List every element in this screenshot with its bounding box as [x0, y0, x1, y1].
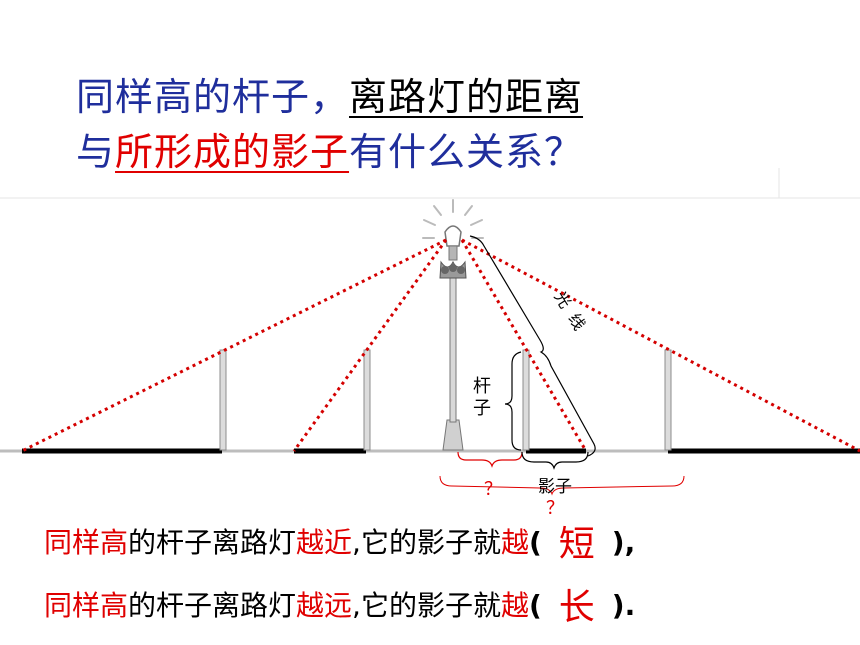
pole-far-right — [664, 349, 672, 451]
c2-mid1: 的杆子离路灯 — [128, 589, 297, 622]
conclusion-line-2: 同样高的杆子离路灯越远,它的影子就越( 长). — [44, 578, 635, 630]
title-line-2: 与所形成的影子有什么关系？ — [76, 121, 583, 176]
lamp-bulb-icon — [444, 225, 462, 247]
title-line-1-underlined: 离路灯的距离 — [349, 75, 584, 119]
title-line-1: 同样高的杆子，离路灯的距离 — [76, 66, 583, 121]
pole-label: 杆子 — [473, 376, 491, 419]
question-mark-shadow: ？ — [546, 498, 564, 519]
ray-near-left — [292, 239, 448, 452]
pole-brace — [504, 351, 522, 451]
outer-brace — [439, 475, 685, 496]
question-mark-distance: ？ — [484, 479, 502, 500]
c2-close-paren: ). — [611, 589, 636, 622]
c1-red3: 越 — [500, 526, 529, 559]
shadow-label: 影子 — [538, 477, 572, 497]
c2-red2: 越远 — [296, 589, 353, 622]
ray-far-left — [21, 238, 447, 453]
ray-brace — [469, 235, 596, 457]
c1-red1: 同样高 — [44, 526, 129, 559]
answer-short: 短 — [558, 524, 595, 565]
c1-open-paren: ( — [528, 526, 542, 559]
title-line-2-underlined: 所形成的影子 — [115, 130, 350, 174]
ray-near-right — [460, 239, 588, 452]
conclusion-line-1: 同样高的杆子离路灯越近,它的影子就越( 短), — [44, 515, 635, 567]
ray-far-right — [461, 238, 860, 453]
answer-long: 长 — [558, 587, 595, 628]
pole-far-left — [219, 349, 227, 451]
distance-brace — [457, 451, 523, 468]
c1-close-paren: ), — [611, 526, 636, 559]
lamp-post — [439, 225, 467, 451]
c2-red3: 越 — [500, 589, 529, 622]
c1-red2: 越近 — [296, 526, 353, 559]
light-rays — [21, 238, 860, 453]
pole-near-right — [522, 349, 530, 451]
c1-mid1: 的杆子离路灯 — [128, 526, 297, 559]
c2-red1: 同样高 — [44, 589, 129, 622]
glow-icon — [422, 199, 484, 239]
c2-mid2: ,它的影子就 — [352, 589, 501, 622]
title-line-2-suffix: 有什么关系？ — [349, 130, 584, 174]
title-line-2-prefix: 与 — [76, 130, 116, 174]
c2-open-paren: ( — [528, 589, 542, 622]
pole-near-left — [363, 349, 371, 451]
title-line-1-prefix: 同样高的杆子， — [76, 75, 350, 119]
shadow-brace — [521, 451, 589, 470]
c1-mid2: ,它的影子就 — [352, 526, 501, 559]
